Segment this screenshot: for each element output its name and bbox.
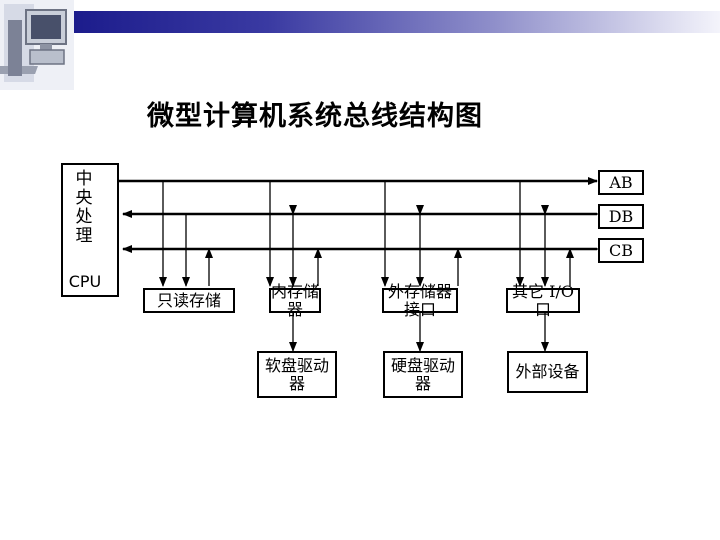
bus-label-cb: CB <box>598 238 644 263</box>
module-rom: 只读存储 <box>143 288 235 313</box>
cpu-char: 央 <box>75 188 93 208</box>
peripheral-external-device: 外部设备 <box>507 351 588 393</box>
cpu-char: 中 <box>75 169 93 189</box>
bus-label-db: DB <box>598 204 644 229</box>
cpu-char: 理 <box>75 226 93 246</box>
module-external-storage-interface: 外存储器接口 <box>382 282 458 318</box>
cpu-block <box>61 163 119 297</box>
cpu-label: CPU <box>68 272 102 291</box>
cpu-char: 处 <box>75 207 93 227</box>
computer-icon <box>0 0 74 90</box>
module-other-io: 其它 I/O 口 <box>506 282 580 318</box>
module-memory: 内存储器 <box>269 281 321 319</box>
bus-label-ab: AB <box>598 170 644 195</box>
cpu-chinese-label: 中 央 处 理 <box>72 170 96 246</box>
header-gradient-bar <box>74 11 720 33</box>
peripheral-hard-disk-drive: 硬盘驱动器 <box>383 351 463 398</box>
page-title: 微型计算机系统总线结构图 <box>147 101 483 132</box>
peripheral-floppy-drive: 软盘驱动器 <box>257 351 337 398</box>
